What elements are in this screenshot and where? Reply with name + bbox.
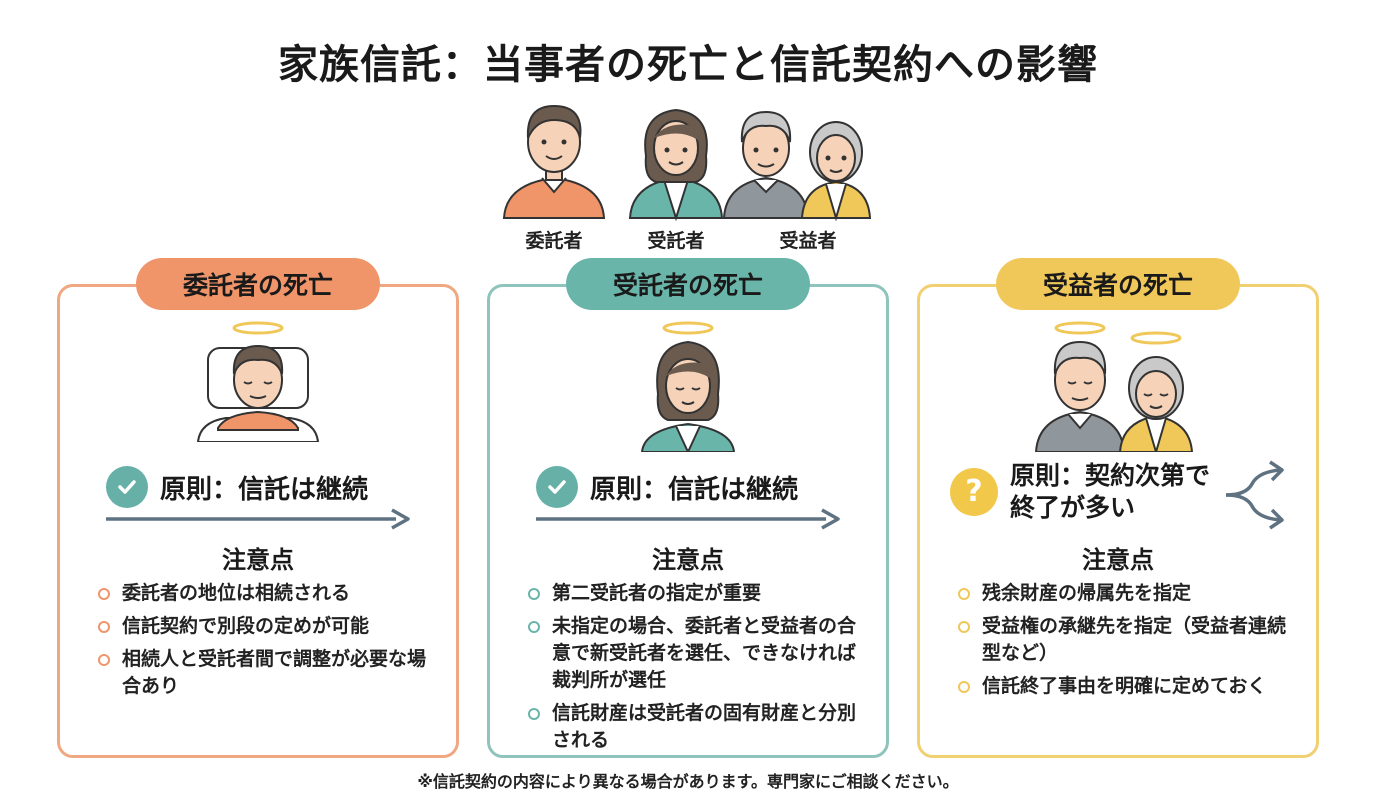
check-icon <box>536 466 578 508</box>
list-item: 信託契約で別段の定めが可能 <box>98 613 428 640</box>
settlor-principle: 原則：信託は継続 <box>106 466 368 508</box>
list-item: 相続人と受託者間で調整が必要な場合あり <box>98 646 428 700</box>
trustee-principle: 原則：信託は継続 <box>536 466 798 508</box>
list-item: 信託財産は受託者の固有財産と分別される <box>528 700 868 754</box>
bullet-icon <box>98 621 110 633</box>
bullet-icon <box>528 708 540 720</box>
role-label-settlor: 委託者 <box>525 230 583 252</box>
settlor-deceased-icon <box>196 321 320 442</box>
continue-arrow-icon <box>106 508 410 530</box>
parties-illustration <box>496 96 880 256</box>
beneficiaries-deceased-icon <box>1034 321 1194 452</box>
trustee-principle-text: 原則：信託は継続 <box>590 474 799 505</box>
beneficiary-notes-list: 残余財産の帰属先を指定 受益権の承継先を指定（受益者連続型など） 信託終了事由を… <box>958 580 1298 706</box>
trustee-notes-heading: 注意点 <box>652 546 724 574</box>
continue-arrow-icon <box>536 508 840 530</box>
footnote: ※信託契約の内容により異なる場合があります。専門家にご相談ください。 <box>417 772 959 791</box>
trustee-figure-icon <box>628 108 724 222</box>
list-item: 第二受託者の指定が重要 <box>528 580 868 607</box>
bullet-icon <box>528 621 540 633</box>
list-item: 受益権の承継先を指定（受益者連続型など） <box>958 613 1298 667</box>
trustee-notes-list: 第二受託者の指定が重要 未指定の場合、委託者と受益者の合意で新受託者を選任、でき… <box>528 580 868 760</box>
bullet-icon <box>958 621 970 633</box>
beneficiary-death-panel <box>917 284 1319 758</box>
list-item: 残余財産の帰属先を指定 <box>958 580 1298 607</box>
trustee-deceased-icon <box>640 321 736 452</box>
question-icon: ? <box>950 468 998 516</box>
settlor-death-header: 委託者の死亡 <box>136 258 380 310</box>
page-title: 家族信託：当事者の死亡と信託契約への影響 <box>278 42 1098 88</box>
bullet-icon <box>958 588 970 600</box>
settlor-notes-list: 委託者の地位は相続される 信託契約で別段の定めが可能 相続人と受託者間で調整が必… <box>98 580 428 706</box>
beneficiary-principle: ? 原則：契約次第で 終了が多い <box>950 460 1210 524</box>
bullet-icon <box>958 681 970 693</box>
role-label-trustee: 受託者 <box>647 230 705 252</box>
list-item: 信託終了事由を明確に定めておく <box>958 673 1298 700</box>
settlor-principle-text: 原則：信託は継続 <box>160 474 369 505</box>
role-label-beneficiary: 受益者 <box>779 230 837 252</box>
beneficiary-woman-figure-icon <box>800 121 872 222</box>
parties-figures-icon <box>502 104 872 222</box>
beneficiary-man-figure-icon <box>722 110 810 219</box>
check-icon <box>106 466 148 508</box>
list-item: 委託者の地位は相続される <box>98 580 428 607</box>
settlor-notes-heading: 注意点 <box>222 546 294 574</box>
beneficiary-death-header: 受益者の死亡 <box>996 258 1240 310</box>
trustee-death-header: 受託者の死亡 <box>566 258 810 310</box>
bullet-icon <box>98 588 110 600</box>
beneficiary-principle-line2: 終了が多い <box>1010 493 1136 522</box>
bullet-icon <box>528 588 540 600</box>
beneficiary-principle-line1: 原則：契約次第で <box>1010 461 1211 490</box>
settlor-figure-icon <box>502 104 606 219</box>
branch-arrow-icon <box>1225 460 1284 530</box>
bullet-icon <box>98 654 110 666</box>
list-item: 未指定の場合、委託者と受益者の合意で新受託者を選任、できなければ裁判所が選任 <box>528 613 868 694</box>
beneficiary-notes-heading: 注意点 <box>1082 546 1154 574</box>
